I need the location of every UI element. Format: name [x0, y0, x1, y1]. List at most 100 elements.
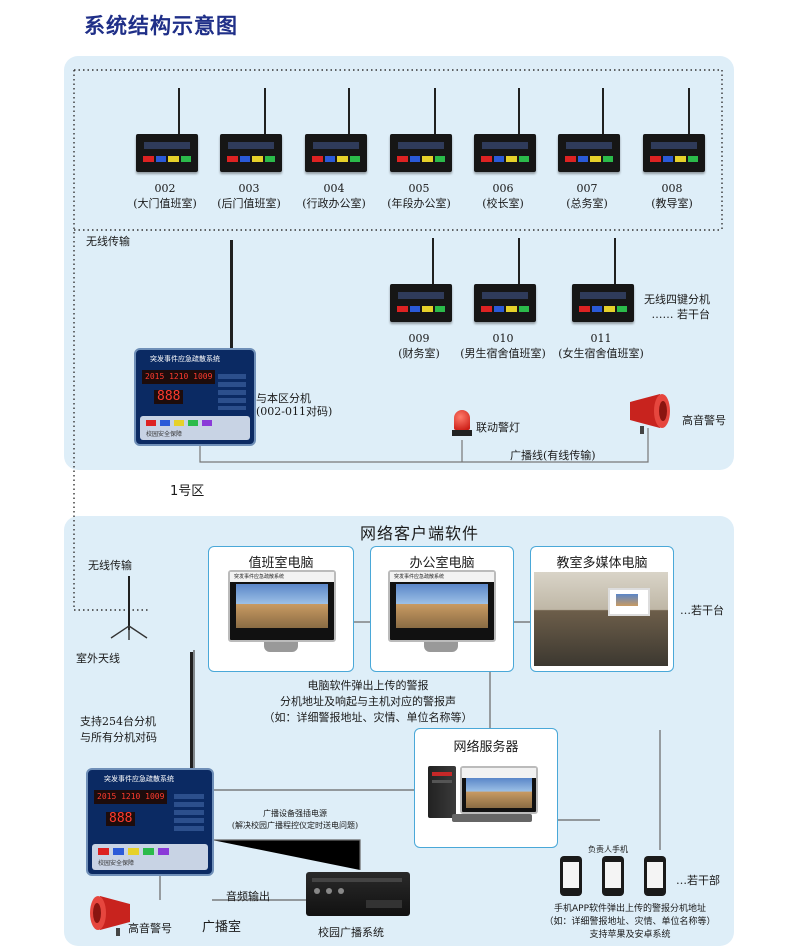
unit-location: (后门值班室)	[217, 197, 281, 210]
popup-line1: 电脑软件弹出上传的警报	[307, 679, 429, 692]
antenna-icon	[178, 88, 180, 134]
unit-location: (校长室)	[482, 197, 524, 210]
antenna-label: 室外天线	[76, 652, 120, 665]
popup-line3: （如：详细警报地址、灾情、单位名称等）	[263, 711, 473, 724]
wireless-note: 无线四键分机 …… 若干台	[644, 292, 710, 322]
controller-buttons: 校园安全保障	[92, 844, 208, 870]
phone-icon	[602, 856, 624, 896]
phone-icon	[644, 856, 666, 896]
controller-1: 突发事件应急疏散系统 2015 1210 1009 888 校园安全保障	[134, 348, 256, 446]
unit-number: 006	[492, 182, 514, 195]
broadcast-room: 广播室	[202, 920, 242, 935]
page-title: 系统结构示意图	[84, 14, 238, 38]
unit-location: (男生宿舍值班室)	[460, 347, 546, 360]
antenna-icon	[432, 238, 434, 284]
wireless-unit	[474, 284, 536, 322]
app-line3: 支持苹果及安卓系统	[589, 930, 671, 940]
power-label: 广播设备强插电源 (解决校园广播程控仪定时送电问题)	[220, 808, 370, 832]
alarm-light-icon	[452, 410, 472, 436]
horn-icon	[630, 394, 670, 434]
unit-number: 002	[154, 182, 176, 195]
controller-clock: 2015 1210 1009	[94, 790, 168, 804]
unit-number: 009	[408, 332, 430, 345]
antenna-icon	[614, 238, 616, 284]
phone-owner-label: 负责人手机	[588, 845, 628, 854]
pair-label-line2: (002-011对码)	[256, 405, 333, 418]
unit-number: 008	[661, 182, 683, 195]
keypad	[174, 794, 204, 834]
server-tower-icon	[428, 766, 456, 818]
wireless-label: 无线传输	[86, 235, 130, 248]
controller-title: 突发事件应急疏散系统	[150, 355, 220, 363]
server-title: 网络服务器	[453, 740, 519, 755]
app-line2: （如：详细警报地址、灾情、单位名称等）	[544, 917, 716, 927]
zone-name: 1号区	[170, 484, 205, 499]
unit-number: 005	[408, 182, 430, 195]
classroom-photo	[534, 572, 668, 666]
broadcast-line-label: 广播线(有线传输)	[510, 449, 596, 462]
antenna-icon	[264, 88, 266, 134]
alarm-light-label: 联动警灯	[476, 421, 520, 434]
app-line1: 手机APP软件弹出上传的警报分机地址	[553, 904, 706, 914]
pc-classroom-title: 教室多媒体电脑	[556, 556, 648, 571]
controller-brand: 校园安全保障	[146, 431, 183, 438]
audio-out-label: 音频输出	[226, 890, 270, 903]
screen-caption: 突发事件应急疏散系统	[234, 574, 285, 580]
wireless-label-2: 无线传输	[88, 559, 132, 572]
unit-number: 003	[238, 182, 260, 195]
phone-icon	[560, 856, 582, 896]
unit-location: (女生宿舍值班室)	[558, 347, 644, 360]
horn-label: 高音警号	[682, 414, 726, 427]
unit-location: (年段办公室)	[387, 197, 451, 210]
unit-location: (总务室)	[566, 197, 608, 210]
wireless-unit	[572, 284, 634, 322]
wireless-unit	[390, 134, 452, 172]
outdoor-antenna-icon	[110, 625, 148, 640]
horn-icon	[90, 896, 130, 936]
power-line1: 广播设备强插电源	[263, 809, 327, 818]
unit-number: 004	[323, 182, 345, 195]
controller-display: 888	[106, 812, 136, 826]
pc-office-title: 办公室电脑	[409, 556, 475, 571]
antenna-icon	[230, 240, 233, 348]
unit-number: 010	[492, 332, 514, 345]
campus-broadcast-label: 校园广播系统	[318, 926, 384, 939]
antenna-icon	[190, 652, 193, 770]
controller-display: 888	[154, 390, 184, 404]
unit-location: (教导室)	[651, 197, 693, 210]
wireless-unit	[643, 134, 705, 172]
monitor-icon: 突发事件应急疏散系统	[228, 570, 336, 642]
wireless-unit	[474, 134, 536, 172]
wireless-note-line1: 无线四键分机	[644, 293, 710, 306]
wireless-unit	[220, 134, 282, 172]
support-line2: 与所有分机对码	[80, 731, 157, 744]
antenna-icon	[602, 88, 604, 134]
controller-buttons: 校园安全保障	[140, 416, 250, 440]
wireless-note-line2: …… 若干台	[651, 308, 711, 321]
monitor-icon: 突发事件应急疏散系统	[388, 570, 496, 642]
pc-duty-title: 值班室电脑	[248, 556, 314, 571]
popup-line2: 分机地址及响起与主机对应的警报声	[280, 695, 456, 708]
antenna-icon	[688, 88, 690, 134]
wireless-unit	[136, 134, 198, 172]
broadcast-amplifier-icon	[306, 872, 410, 916]
app-description: 手机APP软件弹出上传的警报分机地址 （如：详细警报地址、灾情、单位名称等） 支…	[520, 903, 740, 942]
support-line1: 支持254台分机	[80, 715, 156, 728]
antenna-icon	[128, 576, 130, 630]
support-label: 支持254台分机 与所有分机对码	[80, 714, 157, 746]
wireless-unit	[305, 134, 367, 172]
antenna-icon	[518, 238, 520, 284]
controller-brand: 校园安全保障	[98, 860, 135, 867]
horn-label-2: 高音警号	[128, 922, 172, 935]
unit-location: (大门值班室)	[133, 197, 197, 210]
screen-caption: 突发事件应急疏散系统	[394, 574, 445, 580]
pair-label: 与本区分机 (002-011对码)	[256, 392, 332, 418]
unit-location: (财务室)	[398, 347, 440, 360]
wireless-unit	[390, 284, 452, 322]
phone-note: …若干部	[676, 874, 720, 887]
antenna-icon	[434, 88, 436, 134]
unit-number: 011	[590, 332, 612, 345]
keyboard-icon	[452, 814, 532, 822]
controller-title: 突发事件应急疏散系统	[104, 775, 174, 783]
